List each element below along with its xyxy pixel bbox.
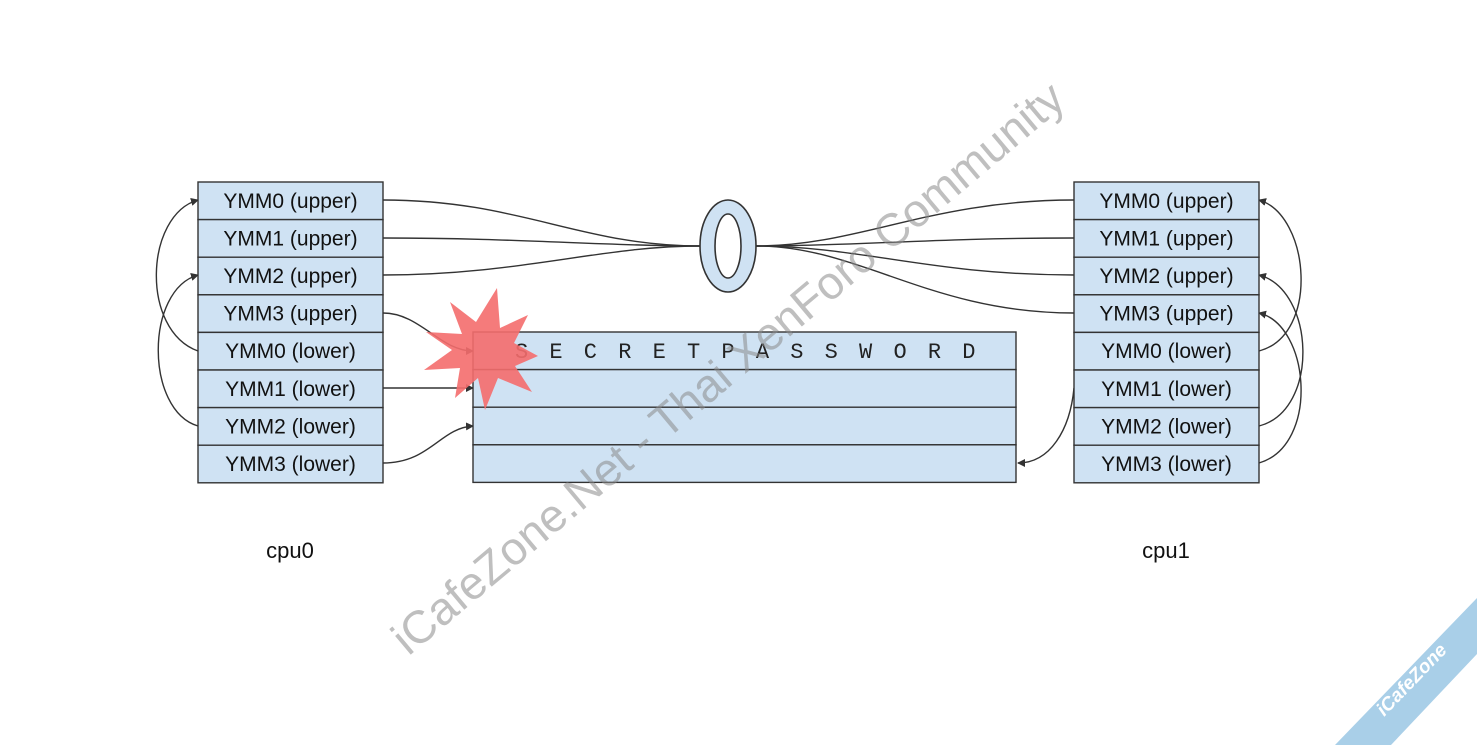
connector-cpu0-ymm1-upper-to-ring [382,237,701,247]
cpu1-register-ymm1-upper-label: YMM1 (upper) [1099,227,1233,250]
connector-cpu0-ymm0-upper-to-ring [382,199,701,247]
cpu1-register-ymm2-lower-box [1073,406,1260,446]
cpu0-register-ymm0-lower-box [197,331,384,371]
cpu1-register-ymm0-lower-box [1073,331,1260,371]
connector-cpu1-ymm2-upper-to-ring [755,245,1075,276]
cpu1-register-stack: YMM0 (upper) YMM1 (upper) YMM2 (upper) YMM3… [1073,181,1260,484]
register-file-row-0-text: S E C R E T P A S S W O R D [515,340,979,365]
cpu1-register-ymm1-upper-box [1073,218,1260,258]
corner-ribbon-band [1335,598,1477,745]
cpu1-register-ymm3-lower-label: YMM3 (lower) [1101,453,1232,476]
loop-cpu1-ymm0-lower-to-ymm0-upper [1258,198,1302,352]
loop-cpu0-ymm0-lower-to-ymm0-upper [155,198,199,352]
corner-ribbon: iCafeZone [1335,598,1477,745]
cpu1-register-ymm3-lower-box [1073,444,1260,484]
connector-lines [155,198,1304,467]
register-file-row-0 [472,331,1017,371]
register-file-row-3 [472,444,1017,484]
cpu1-label: cpu1 [1142,538,1190,563]
cpu0-register-ymm2-upper-label: YMM2 (upper) [223,265,357,288]
cpu1-register-ymm0-upper-label: YMM0 (upper) [1099,190,1233,213]
loop-cpu1-ymm3-lower-to-ymm3-upper [1258,310,1302,464]
cpu0-register-ymm1-lower-label: YMM1 (lower) [225,378,356,401]
cpu1-register-ymm0-upper-box [1073,181,1260,221]
connector-cpu1-ymm0-upper-to-ring [755,199,1075,247]
cpu0-register-ymm1-upper-box [197,218,384,258]
loop-cpu1-ymm2-lower-to-ymm2-upper [1258,272,1304,427]
cpu0-register-ymm0-upper-label: YMM0 (upper) [223,190,357,213]
register-file-row-1 [472,368,1017,408]
cpu0-register-ymm3-upper-label: YMM3 (upper) [223,303,357,326]
cpu0-register-ymm1-upper-label: YMM1 (upper) [223,227,357,250]
cpu1-register-ymm3-upper-label: YMM3 (upper) [1099,303,1233,326]
cpu0-register-ymm3-lower-box [197,444,384,484]
arrow-cpu1-ymm1-lower-to-file [1017,387,1075,467]
cpu0-register-ymm0-upper-box [197,181,384,221]
cpu0-label: cpu0 [266,538,314,563]
register-file-row-2 [472,406,1017,446]
ring-inner [714,213,742,279]
cpu0-register-stack: YMM0 (upper) YMM1 (upper) YMM2 (upper) YMM3… [197,181,384,484]
cpu1-register-ymm1-lower-box [1073,369,1260,409]
cpu0-register-ymm0-lower-label: YMM0 (lower) [225,340,356,363]
connector-cpu0-ymm2-upper-to-ring [382,245,701,276]
cpu1-register-ymm2-upper-box [1073,256,1260,296]
connector-cpu1-ymm1-upper-to-ring [755,237,1075,247]
arrow-cpu0-ymm3-lower-to-file [382,422,474,464]
cpu1-register-ymm3-upper-box [1073,294,1260,334]
cpu0-register-ymm3-lower-label: YMM3 (lower) [225,453,356,476]
cpu0-register-ymm3-upper-box [197,294,384,334]
cpu0-register-ymm2-lower-label: YMM2 (lower) [225,415,356,438]
cpu0-register-ymm2-upper-box [197,256,384,296]
cpu1-register-ymm2-lower-label: YMM2 (lower) [1101,415,1232,438]
shared-register-file: S E C R E T P A S S W O R D [472,331,1017,484]
cpu1-register-ymm1-lower-label: YMM1 (lower) [1101,378,1232,401]
connector-cpu1-ymm3-upper-to-ring [755,245,1075,314]
cpu1-register-ymm0-lower-label: YMM0 (lower) [1101,340,1232,363]
loop-cpu0-ymm2-lower-to-ymm2-upper [157,273,199,427]
cpu0-register-ymm2-lower-box [197,406,384,446]
cpu1-register-ymm2-upper-label: YMM2 (upper) [1099,265,1233,288]
ring-interconnect [699,199,757,293]
collision-burst-icon [424,288,538,410]
